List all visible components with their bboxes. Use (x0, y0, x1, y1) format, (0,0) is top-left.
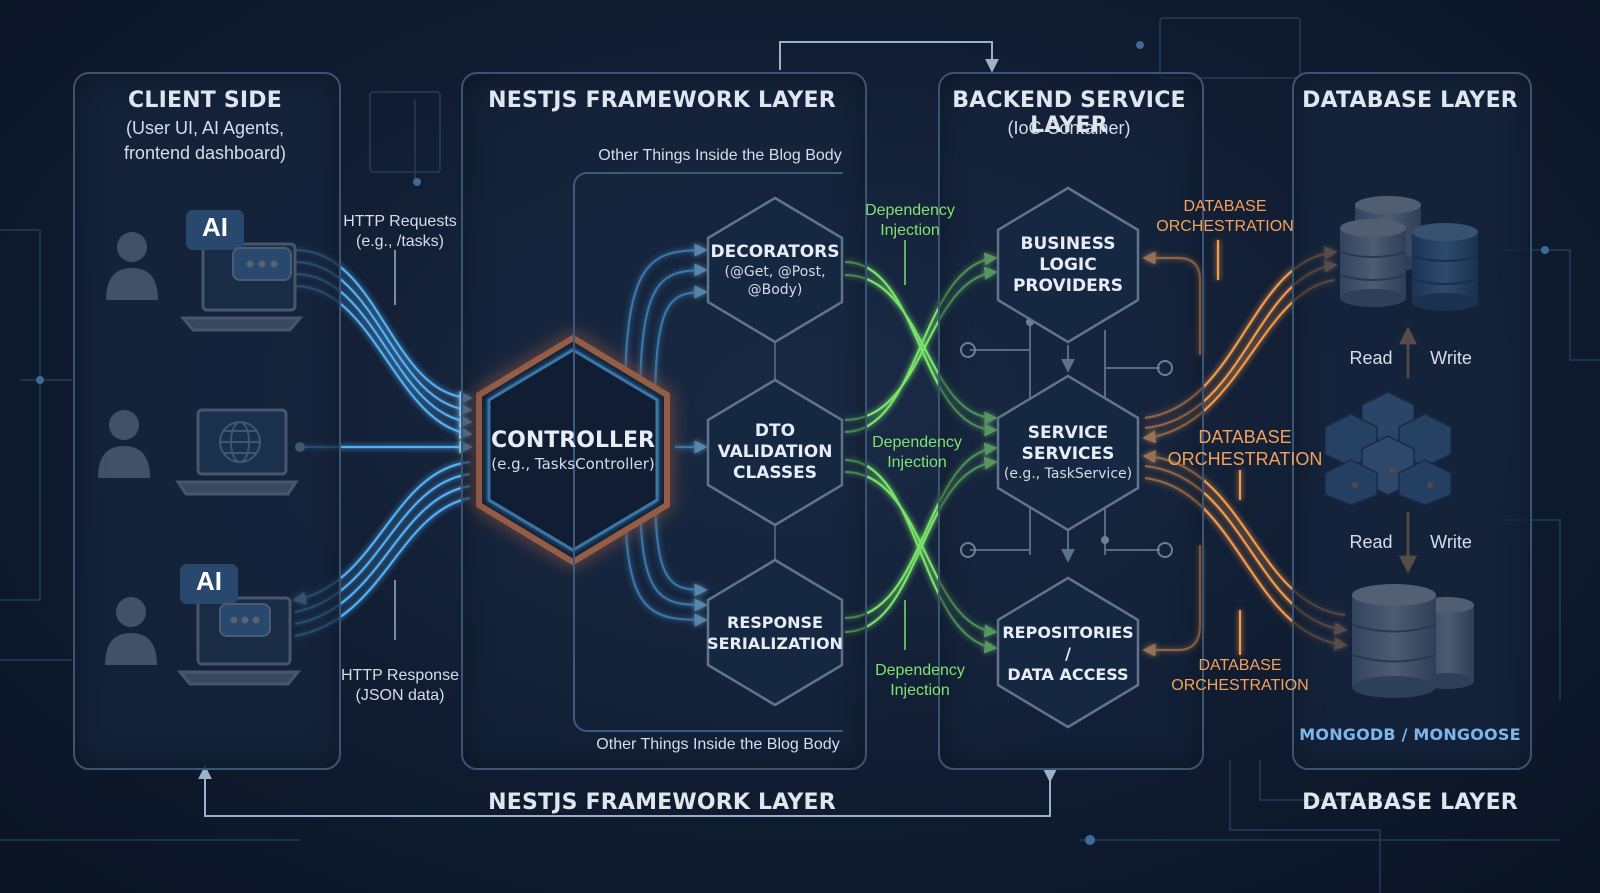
response-title-2: SERIALIZATION (707, 634, 843, 653)
http-response-label-1: HTTP Response (341, 667, 459, 684)
client-side-panel (73, 72, 341, 770)
repositories-label: REPOSITORIES / DATA ACCESS (998, 623, 1138, 684)
dto-title-2: VALIDATION (717, 441, 833, 462)
client-side-title: CLIENT SIDE (128, 88, 282, 113)
controller-label: CONTROLLER (e.g., TasksController) (489, 400, 657, 500)
write-label-bottom: Write (1430, 532, 1472, 552)
di-label-bottom-1: Dependency (875, 662, 965, 679)
service-hex (996, 374, 1140, 532)
backend-layer-title: BACKEND SERVICE LAYER (952, 88, 1186, 138)
dto-hex (706, 378, 844, 527)
orchestration-mid-1: DATABASE (1198, 427, 1292, 447)
top-loop-line (779, 41, 999, 73)
client-side-subtitle-1: (User UI, AI Agents, (125, 118, 285, 138)
ai-badge-top: AI (202, 212, 228, 242)
response-hex (706, 558, 844, 707)
client-side-subtitle-2: frontend dashboard) (123, 143, 287, 163)
backend-layer-subtitle: (IoC Container) (1007, 118, 1131, 138)
repositories-title-1: REPOSITORIES / (1002, 622, 1134, 663)
nestjs-layer-title: NESTJS FRAMEWORK LAYER (488, 88, 836, 113)
circuit-background (0, 17, 1600, 893)
green-di-flow (844, 252, 998, 654)
repositories-title-2: DATA ACCESS (1007, 664, 1129, 684)
business-logic-hex (996, 186, 1140, 344)
business-logic-title-1: BUSINESS (1020, 233, 1116, 254)
decorators-subtitle-2: @Body) (747, 281, 803, 298)
dto-title-3: CLASSES (732, 462, 818, 483)
inner-frame-bottom-note: Other Things Inside the Blog Body (596, 736, 840, 753)
http-requests-label-1: HTTP Requests (343, 213, 457, 230)
database-bottom-title: DATABASE LAYER (1302, 790, 1518, 815)
dto-label: DTO VALIDATION CLASSES (708, 418, 842, 486)
di-label-top-2: Injection (880, 222, 940, 239)
http-response-label-2: (JSON data) (355, 687, 445, 704)
read-label-top: Read (1349, 348, 1393, 368)
business-logic-title-2: LOGIC (1039, 254, 1097, 275)
decorators-subtitle-1: (@Get, @Post, (724, 263, 826, 280)
orchestration-top-1: DATABASE (1183, 198, 1267, 215)
di-label-mid-2: Injection (887, 454, 947, 471)
di-label-top-1: Dependency (865, 202, 955, 219)
mongodb-footer: MONGODB / MONGOOSE (1299, 725, 1521, 744)
controller-subtitle: (e.g., TasksController) (491, 455, 655, 473)
decorators-label: DECORATORS (@Get, @Post, @Body) (708, 238, 842, 302)
response-label: RESPONSE SERIALIZATION (707, 608, 843, 658)
decorators-title: DECORATORS (710, 241, 840, 262)
nestjs-bottom-title: NESTJS FRAMEWORK LAYER (488, 790, 836, 815)
write-label-top: Write (1430, 348, 1472, 368)
backend-layer-panel (938, 72, 1204, 770)
decorators-hex (706, 196, 844, 344)
http-requests-label-2: (e.g., /tasks) (355, 233, 445, 250)
read-label-bottom: Read (1349, 532, 1393, 552)
inner-frame-top-note: Other Things Inside the Blog Body (598, 147, 842, 164)
orchestration-mid-2: ORCHESTRATION (1167, 449, 1323, 469)
dto-title-1: DTO (754, 420, 796, 441)
repositories-hex (996, 576, 1140, 729)
service-title-1: SERVICE (1027, 423, 1109, 443)
ai-badge-bottom: AI (196, 566, 222, 596)
component-hexes (706, 186, 1140, 729)
response-title-1: RESPONSE (727, 613, 823, 632)
blue-internal-flow (623, 243, 708, 627)
nestjs-layer-panel (461, 72, 867, 770)
circuit-dots (36, 41, 1549, 845)
orchestration-top-2: ORCHESTRATION (1156, 218, 1294, 235)
nestjs-inner-frame (573, 172, 843, 732)
business-logic-label: BUSINESS LOGIC PROVIDERS (998, 230, 1138, 300)
service-label: SERVICE SERVICES (e.g., TaskService) (998, 418, 1138, 488)
database-layer-title: DATABASE LAYER (1302, 88, 1518, 113)
orchestration-bottom-2: ORCHESTRATION (1171, 677, 1309, 694)
di-label-bottom-2: Injection (890, 682, 950, 699)
bottom-loop-line (198, 765, 1057, 817)
database-layer-panel (1292, 72, 1532, 770)
controller-title: CONTROLLER (491, 428, 655, 453)
service-subtitle: (e.g., TaskService) (1003, 466, 1133, 482)
orchestration-bottom-1: DATABASE (1198, 657, 1282, 674)
business-logic-title-3: PROVIDERS (1012, 275, 1124, 296)
di-label-mid-1: Dependency (872, 434, 962, 451)
service-title-2: SERVICES (1021, 444, 1115, 464)
